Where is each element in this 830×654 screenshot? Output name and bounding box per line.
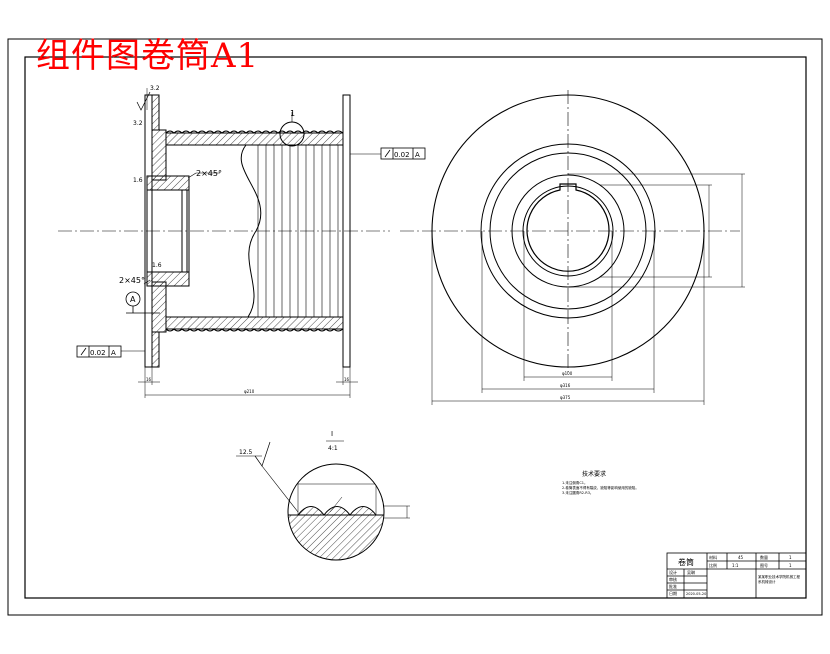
design-name: 吴琳	[687, 569, 695, 575]
hub-inner-circle	[522, 185, 614, 277]
right-flange	[342, 94, 351, 368]
sheet-label: 图号	[760, 562, 768, 568]
datum-label: A	[130, 295, 136, 304]
dim-hub-dia-label: φ100	[562, 371, 573, 376]
grooves-bottom	[165, 328, 344, 332]
scale-label: 比例	[709, 562, 717, 568]
scale-value: 1:1	[732, 563, 739, 568]
approve-label: 批准	[669, 583, 677, 589]
front-view	[58, 88, 426, 398]
dim-right-small: 16	[344, 377, 350, 382]
bore-keyway	[181, 189, 190, 273]
grooves-top	[165, 130, 344, 134]
part-name: 卷筒	[678, 557, 694, 567]
roughness-side-label: 3.2	[133, 120, 143, 127]
detail-scale: 4:1	[328, 445, 338, 452]
date-label: 日期	[669, 590, 677, 596]
qty-value: 1	[789, 555, 792, 560]
material-label: 材料	[709, 554, 717, 560]
org-line-2: 系机械设计	[758, 579, 776, 584]
drum-inner-circle	[489, 152, 647, 310]
runout-box-right	[380, 147, 426, 160]
groove-lines	[257, 145, 339, 317]
roughness-symbol-detail	[254, 441, 271, 467]
inner-border	[24, 56, 807, 599]
sheet-value: 1	[789, 563, 792, 568]
outer-border	[7, 38, 823, 616]
roughness-top-label: 3.2	[150, 85, 160, 92]
check-label: 审核	[669, 576, 677, 582]
dim-length-label: φ210	[244, 389, 255, 394]
bore-with-keyway	[526, 183, 610, 272]
chamfer-bottom-label: 2×45°	[119, 276, 145, 285]
flange-hatch-bottom	[151, 331, 160, 368]
bore-section-bottom	[146, 271, 190, 287]
runout-box-left	[76, 345, 122, 358]
drawing-title: 组件图卷筒A1	[36, 36, 260, 76]
drum-outer-circle	[480, 143, 656, 319]
date-value: 2020-05-20	[686, 592, 706, 596]
runout-right-datum: A	[415, 151, 420, 159]
flange-hatch-top	[151, 94, 160, 131]
runout-left-datum: A	[111, 349, 116, 357]
shell-bottom	[165, 316, 344, 330]
tech-req-line-1: 1.未注倒角C1。	[562, 480, 588, 485]
shell-top	[165, 132, 344, 146]
detail-view	[236, 440, 410, 561]
tech-req-line-2: 2.卷筒表面不得有裂纹、缺陷等影响使用的缺陷。	[562, 485, 639, 490]
tech-req-title: 技术要求	[582, 470, 606, 478]
dim-mid-dia-label: φ316	[560, 383, 571, 388]
bore-section-top	[146, 175, 190, 191]
left-hub-upper	[151, 129, 167, 181]
bore	[146, 189, 188, 273]
material-value: 45	[738, 555, 744, 560]
left-hub-lower	[151, 281, 167, 333]
detail-title: I	[331, 430, 333, 438]
roughness-detail-label: 12.5	[239, 449, 253, 456]
roughness-low-label: 1.6	[152, 262, 162, 269]
runout-left-value: 0.02	[90, 349, 106, 357]
break-line	[240, 144, 262, 318]
design-label: 设计	[669, 569, 677, 575]
qty-label: 数量	[760, 554, 768, 560]
chamfer-top-label: 2×45°	[196, 169, 222, 178]
dim-left-small: 16	[146, 377, 152, 382]
dim-overall-dia-label: φ375	[560, 395, 571, 400]
title-block-lines	[666, 552, 807, 599]
side-view	[400, 90, 745, 405]
runout-right-value: 0.02	[394, 151, 410, 159]
roughness-mid-label: 1.6	[133, 177, 143, 184]
detail-ref-label: 1	[290, 109, 295, 118]
org-line-1: 某某职业技术学院机械工程	[758, 574, 800, 579]
tech-req-line-3: 3.未注圆角R2-R3。	[562, 490, 593, 495]
